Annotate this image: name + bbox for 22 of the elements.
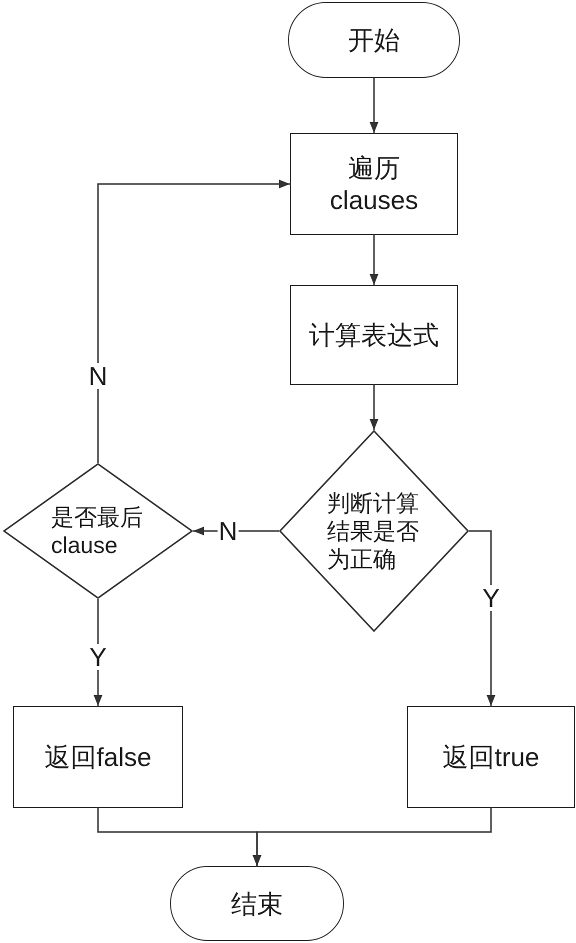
question-text: 判断计算结果是否为正确: [327, 489, 420, 573]
decision-diamond: [279, 430, 469, 632]
step-text: 返回false: [44, 741, 152, 773]
arrow: [370, 78, 378, 133]
edge-label: N: [88, 363, 108, 389]
decision-diamond: [3, 463, 193, 599]
arrow: [370, 385, 378, 430]
edge-label: Y: [88, 644, 108, 670]
process-box: [407, 706, 575, 808]
step-text: 遍历 clauses: [328, 152, 420, 216]
terminal-text: 结束: [230, 888, 284, 920]
process-box: [13, 706, 183, 808]
terminal-text: 开始: [347, 24, 401, 56]
arrow: [97, 180, 290, 463]
question-text: 是否最后 clause: [51, 503, 144, 559]
process-box: [290, 285, 458, 385]
step-text: 返回true: [442, 741, 540, 773]
arrow: [252, 808, 492, 866]
arrow: [370, 235, 378, 285]
edge-label: Y: [481, 585, 501, 611]
process-box: [290, 133, 458, 235]
step-text: 计算表达式: [308, 319, 440, 351]
